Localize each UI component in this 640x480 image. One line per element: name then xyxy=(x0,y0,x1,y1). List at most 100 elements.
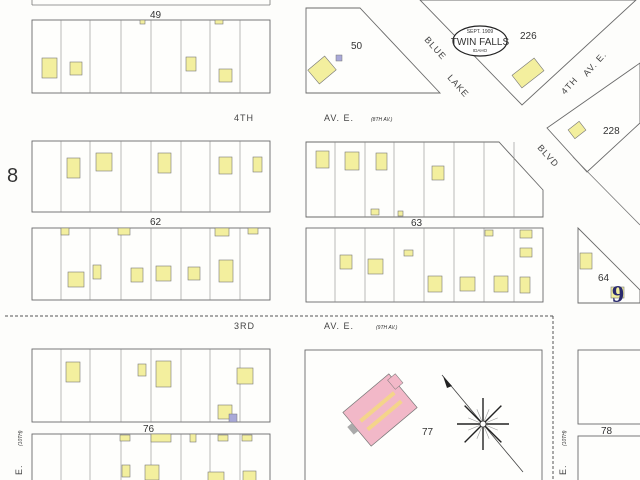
dwelling-building xyxy=(484,229,494,237)
cartouche-oval xyxy=(452,25,508,57)
dwelling-building xyxy=(218,259,234,283)
dwelling-building xyxy=(150,433,172,443)
dwelling-building xyxy=(92,264,102,280)
dwelling-building xyxy=(236,367,254,385)
compass-rose xyxy=(441,374,524,473)
street-name: AV. E. xyxy=(581,49,609,78)
compass-ray xyxy=(482,405,502,425)
dwelling-building xyxy=(252,156,263,173)
dwelling-building xyxy=(69,61,83,76)
stone-building xyxy=(228,413,238,423)
compass-ray xyxy=(482,423,502,443)
dwelling-building xyxy=(403,249,414,257)
block-number: 62 xyxy=(150,217,162,228)
dwelling-building xyxy=(130,267,144,283)
dwelling-building xyxy=(375,152,388,171)
dwelling-building xyxy=(214,19,224,25)
dwelling-building xyxy=(139,19,146,25)
dwelling-building xyxy=(370,208,380,216)
cartouche-date: SEPT. 1909 xyxy=(467,29,494,35)
dwelling-building xyxy=(95,152,113,172)
buildings-layer xyxy=(41,19,625,480)
sheet-number: 9 xyxy=(612,282,624,308)
title-cartouche: SEPT. 1909 TWIN FALLS IDAHO xyxy=(451,25,510,57)
adjoining-sheet-number: 8 xyxy=(7,165,18,187)
dwelling-building xyxy=(307,55,337,85)
dwelling-building xyxy=(218,68,233,83)
compass-ray xyxy=(464,423,484,443)
dwelling-building xyxy=(144,464,160,480)
street-name: E. xyxy=(14,464,24,475)
dwelling-building xyxy=(367,258,384,275)
block-number: 78 xyxy=(601,426,613,437)
brick-building xyxy=(342,373,418,447)
lot-lines xyxy=(60,20,515,480)
block-north-63 xyxy=(305,141,544,218)
block-number: 228 xyxy=(603,126,620,137)
dwelling-building xyxy=(155,360,172,388)
dwelling-building xyxy=(218,156,233,175)
block-number: 64 xyxy=(598,273,610,284)
block-50 xyxy=(305,7,442,94)
building-detail xyxy=(359,391,396,423)
compass-star-icon xyxy=(457,398,509,450)
dwelling-building xyxy=(427,275,443,293)
compass-ray xyxy=(464,405,484,425)
dwelling-building xyxy=(189,433,197,443)
dwelling-building xyxy=(185,56,197,72)
dwelling-building xyxy=(157,152,172,174)
dwelling-building xyxy=(344,151,360,171)
street-old-name: (9TH AV.) xyxy=(376,325,398,331)
dwelling-building xyxy=(217,404,233,420)
block-number: 50 xyxy=(351,41,363,52)
cartouche-city: TWIN FALLS xyxy=(451,37,510,48)
compass-center xyxy=(479,420,487,428)
street-name: AV. E. xyxy=(324,321,354,331)
block-number: 49 xyxy=(150,10,162,21)
dwelling-building xyxy=(214,227,230,237)
street-ordinal: 3RD xyxy=(234,321,255,331)
dwelling-building xyxy=(155,265,172,282)
dwelling-building xyxy=(65,361,81,383)
street-name: BLUE xyxy=(423,35,449,62)
dwelling-building xyxy=(610,286,625,299)
dwelling-building xyxy=(242,470,257,480)
block-number: 63 xyxy=(411,218,423,229)
dwelling-building xyxy=(247,227,259,235)
block-south-78 xyxy=(577,435,640,480)
street-ordinal: 4TH xyxy=(559,75,580,97)
dwelling-building-group xyxy=(567,120,587,140)
dwelling-building xyxy=(187,266,201,281)
dwelling-building xyxy=(119,434,131,442)
street-name: LAKE xyxy=(446,73,472,100)
dwelling-building xyxy=(567,120,587,140)
dwelling-building xyxy=(121,464,131,478)
dwelling-building xyxy=(117,227,131,236)
dwelling-building xyxy=(397,210,404,217)
blvd-edge xyxy=(572,156,640,226)
stone-building xyxy=(335,54,343,62)
dwelling-building xyxy=(519,229,533,239)
block-number: 76 xyxy=(143,424,155,435)
cartouche-state: IDAHO xyxy=(473,48,488,53)
street-ordinal: 4TH xyxy=(234,113,254,123)
dwelling-building xyxy=(60,227,70,236)
block-number: 226 xyxy=(520,31,537,42)
brick-building-body xyxy=(342,373,418,447)
street-old-name: (8TH AV.) xyxy=(371,117,393,123)
building-annex xyxy=(387,373,404,390)
block-228 xyxy=(546,62,640,173)
dwelling-building xyxy=(339,254,353,270)
dwelling-building xyxy=(579,252,593,270)
dwelling-building xyxy=(431,165,445,181)
dwelling-building xyxy=(207,471,225,480)
dwelling-building xyxy=(519,276,531,294)
dwelling-building xyxy=(459,276,476,292)
dwelling-building xyxy=(41,57,58,79)
building-detail xyxy=(366,399,403,432)
dwelling-building xyxy=(493,275,509,293)
street-old-name: (10TH) xyxy=(562,430,568,446)
dwelling-building-group xyxy=(511,57,545,89)
